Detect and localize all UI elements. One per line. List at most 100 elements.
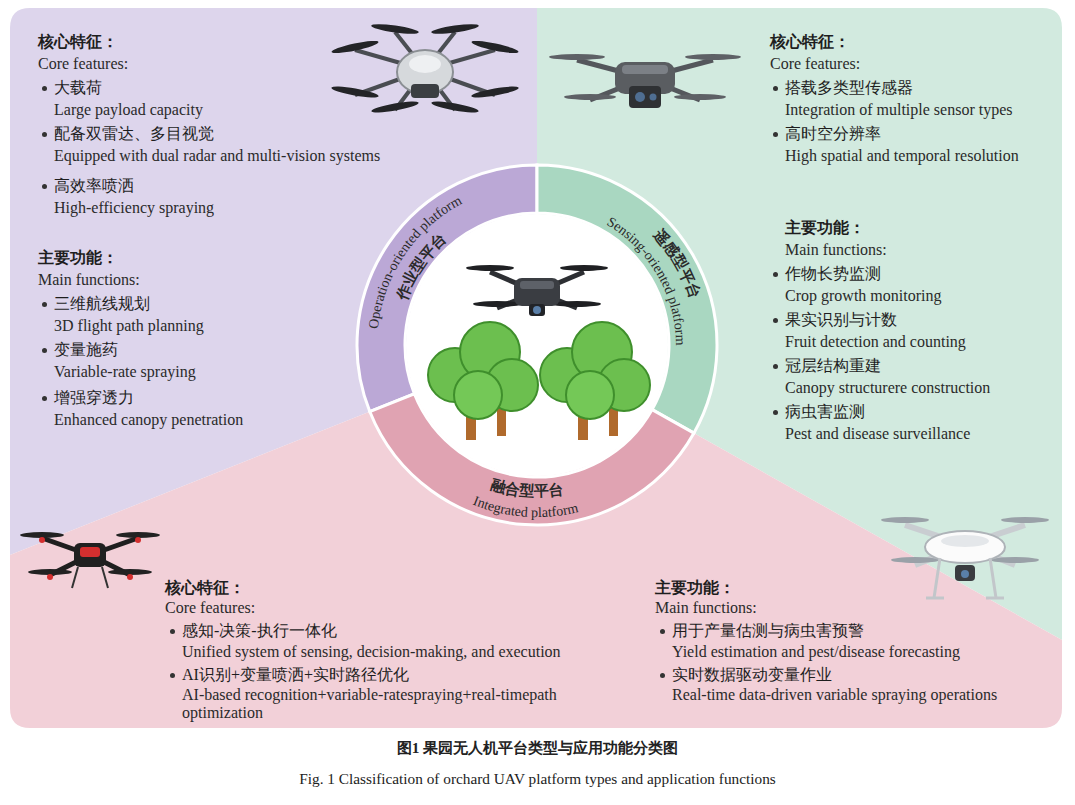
bullet-dot — [773, 410, 778, 415]
operation-panel: 核心特征：Core features: 大载荷Large payload capa… — [10, 8, 537, 555]
feature-item: 冠层结构重建 — [785, 356, 881, 376]
orchard-trees — [428, 322, 650, 440]
phantom-drone-part — [925, 531, 1005, 563]
ring-segment: 融合型平台Integrated platform — [355, 163, 719, 527]
section-heading: 主要功能： — [785, 218, 865, 238]
sensing-ring: 遥感型平台Sensing-oriented platform — [355, 163, 719, 527]
feature-item-en: Unified system of sensing, decision-maki… — [182, 642, 561, 662]
feature-item: AI识别+变量喷洒+实时路径优化 — [182, 665, 409, 685]
feature-item: 高时空分辨率 — [785, 124, 881, 144]
center-drone-part — [520, 281, 554, 289]
feature-item-en: Yield estimation and pest/disease foreca… — [672, 642, 960, 662]
bullet-dot — [773, 318, 778, 323]
integrated-spray-drone-part — [80, 547, 100, 557]
integrated-spray-drone-part — [39, 537, 45, 543]
center-drone — [466, 265, 608, 316]
feature-item-en: Crop growth monitoring — [785, 286, 941, 306]
feature-item-en: Canopy structurere construction — [785, 378, 990, 398]
phantom-drone-part — [1001, 517, 1049, 523]
ring-fill — [357, 165, 537, 412]
phantom-drone-part — [881, 517, 929, 523]
bullet-dot — [660, 673, 665, 678]
feature-item: 病虫害监测 — [785, 402, 865, 422]
sensing-drone-part — [685, 54, 741, 60]
section-heading: 核心特征： — [38, 32, 118, 52]
feature-item: 三维航线规划 — [54, 294, 150, 314]
phantom-drone-part — [891, 557, 939, 563]
section-heading-en: Core features: — [38, 54, 128, 74]
sensing-drone-part — [635, 92, 645, 102]
feature-item: 配备双雷达、多目视觉 — [54, 124, 214, 144]
integrated-spray-drone-part — [135, 537, 141, 543]
sector-fill — [10, 345, 1062, 728]
feature-item: 大载荷 — [54, 78, 102, 98]
section-heading: 主要功能： — [655, 578, 735, 598]
feature-item-en: Integration of multiple sensor types — [785, 100, 1013, 120]
integrated-panel: 核心特征：Core features: 感知-决策-执行一体化Unified sy… — [10, 345, 1062, 728]
feature-item: 变量施药 — [54, 340, 118, 360]
ring-segment: 作业型平台Operation-oriented platform — [355, 163, 719, 527]
feature-item-en: Pest and disease surveillance — [785, 424, 970, 444]
phantom-drone-part — [991, 557, 1039, 563]
sensing-drone-part — [622, 65, 668, 74]
bullet-dot — [42, 132, 47, 137]
bullet-dot — [42, 184, 47, 189]
section-heading-en: Main functions: — [655, 598, 757, 618]
feature-item: 搭载多类型传感器 — [785, 78, 913, 98]
feature-item-en: High-efficiency spraying — [54, 198, 214, 218]
phantom-drone-part — [955, 565, 975, 581]
ring-segment: 遥感型平台Sensing-oriented platform — [355, 163, 719, 527]
integrated-spray-drone-part — [74, 543, 106, 567]
integrated-spray-drone-part — [47, 574, 53, 580]
feature-item-en: Variable-rate spraying — [54, 362, 196, 382]
center-disk — [406, 214, 668, 476]
feature-item: 果实识别与计数 — [785, 310, 897, 330]
center-drone-part — [533, 306, 541, 314]
integrated-spray-drone-part — [127, 574, 133, 580]
bullet-dot — [773, 132, 778, 137]
feature-item-en: Real-time data-driven variable spraying … — [672, 686, 1057, 704]
phantom-drone-part — [961, 570, 969, 578]
platform-name: 融合型平台 — [489, 476, 564, 499]
bullet-dot — [42, 348, 47, 353]
ring-fill — [370, 394, 694, 525]
bullet-dot — [170, 629, 175, 634]
phantom-drone-part — [986, 597, 1004, 600]
feature-item: 增强穿透力 — [54, 388, 134, 408]
center-drone-part — [560, 265, 608, 271]
feature-item-en: High spatial and temporal resolution — [785, 146, 1019, 166]
phantom-drone-part — [941, 535, 989, 547]
section-heading-en: Core features: — [165, 598, 255, 618]
bullet-dot — [42, 86, 47, 91]
operation-ring: 作业型平台Operation-oriented platform — [355, 163, 719, 527]
platform-name-en: Integrated platform — [471, 493, 579, 520]
feature-item-en: 3D flight path planning — [54, 316, 204, 336]
platform-name-en: Operation-oriented platform — [366, 193, 465, 330]
center-drone-part — [466, 265, 514, 271]
orchard-trees-part — [454, 371, 502, 419]
feature-item: 用于产量估测与病虫害预警 — [672, 621, 864, 641]
sensing-panel: 核心特征：Core features:搭载多类型传感器Integration o… — [537, 8, 1062, 640]
center-disk-part — [406, 214, 668, 476]
figure-caption: 图1 果园无人机平台类型与应用功能分类图 — [0, 738, 1075, 759]
section-heading: 核心特征： — [770, 32, 850, 52]
sensing-drone-part — [629, 86, 661, 108]
center-drone-part — [529, 304, 545, 316]
bullet-dot — [170, 673, 175, 678]
section-heading-en: Main functions: — [38, 270, 140, 290]
feature-item-en: Large payload capacity — [54, 100, 203, 120]
spraying-octocopter-part — [411, 84, 439, 98]
sensing-drone-part — [564, 94, 616, 100]
center-drone-part — [514, 278, 560, 306]
section-heading: 主要功能： — [38, 248, 118, 268]
ring-fill — [537, 165, 717, 433]
feature-item: 高效率喷洒 — [54, 176, 134, 196]
figure-caption-en: Fig. 1 Classification of orchard UAV pla… — [0, 770, 1075, 788]
feature-item-en: Fruit detection and counting — [785, 332, 966, 352]
integrated-ring: 融合型平台Integrated platform — [355, 163, 719, 527]
phantom-drone-part — [926, 597, 944, 600]
section-heading: 核心特征： — [165, 578, 245, 598]
feature-item: 感知-决策-执行一体化 — [182, 621, 337, 641]
sector-shape — [10, 345, 1062, 728]
spraying-octocopter-part — [409, 55, 441, 73]
